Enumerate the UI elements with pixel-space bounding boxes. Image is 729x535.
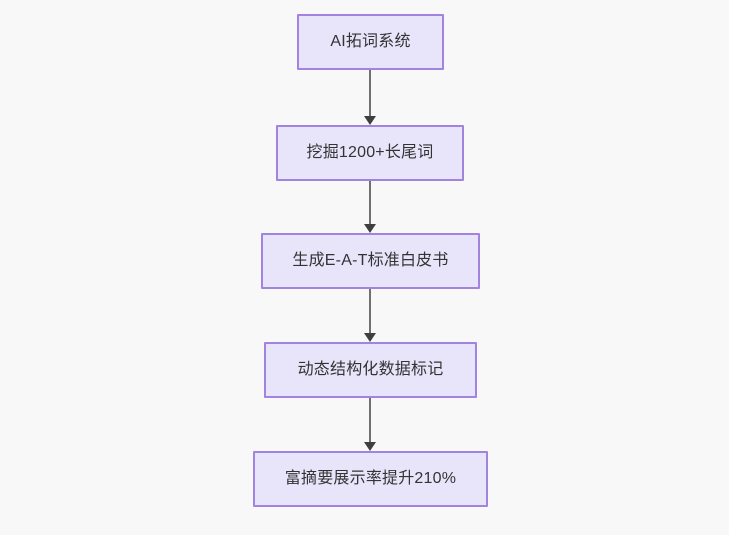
flowchart-node-3-label: 生成E-A-T标准白皮书 <box>292 252 449 269</box>
flowchart-edge-4-line <box>369 398 371 442</box>
flowchart-node-2-label: 挖掘1200+长尾词 <box>306 144 434 161</box>
flowchart-edge-1-arrowhead-icon <box>364 116 376 125</box>
flowchart-edge-2-line <box>369 181 371 224</box>
flowchart-node-5-label: 富摘要展示率提升210% <box>284 470 457 487</box>
flowchart-node-4-label: 动态结构化数据标记 <box>297 361 444 378</box>
flowchart-node-4[interactable]: 动态结构化数据标记 <box>264 342 477 398</box>
flowchart-edge-1-line <box>369 70 371 116</box>
flowchart-node-2[interactable]: 挖掘1200+长尾词 <box>276 125 464 181</box>
flowchart-node-5[interactable]: 富摘要展示率提升210% <box>253 451 488 507</box>
flowchart-node-1[interactable]: AI拓词系统 <box>297 14 444 70</box>
flowchart-edge-2-arrowhead-icon <box>364 224 376 233</box>
flowchart-node-1-label: AI拓词系统 <box>330 33 411 50</box>
flowchart-edge-3-line <box>369 289 371 333</box>
flowchart-edge-4-arrowhead-icon <box>364 442 376 451</box>
flowchart-edge-3-arrowhead-icon <box>364 333 376 342</box>
flowchart-node-3[interactable]: 生成E-A-T标准白皮书 <box>261 233 480 289</box>
